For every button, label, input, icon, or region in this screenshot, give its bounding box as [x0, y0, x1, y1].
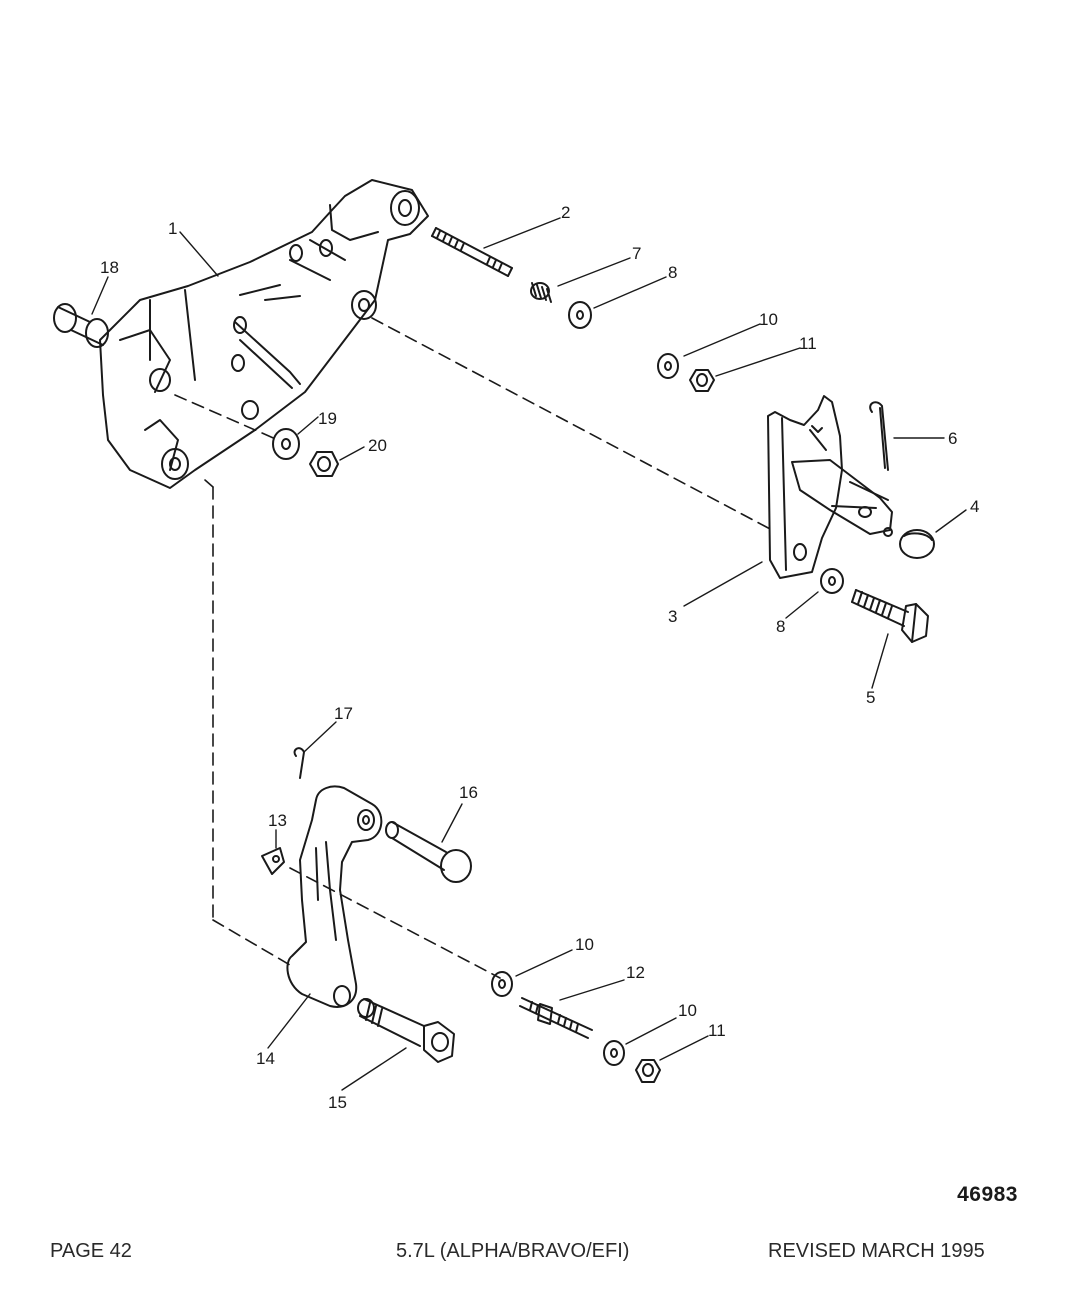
callout-10-lower-right: 10 — [678, 1001, 697, 1020]
part-8-washer-upper — [568, 301, 592, 329]
part-10-washer-lower-left — [491, 971, 513, 997]
callout-11-lower: 11 — [708, 1021, 726, 1040]
part-1-mounting-bracket — [99, 179, 429, 489]
part-11-nut-lower — [635, 1059, 661, 1083]
part-2-stud — [431, 227, 513, 277]
part-6-cotter-pin — [869, 401, 889, 471]
part-16-clevis-pin — [385, 821, 472, 883]
callout-7: 7 — [632, 244, 641, 263]
part-14-link-arm — [286, 785, 383, 1008]
footer-model: 5.7L (ALPHA/BRAVO/EFI) — [396, 1240, 630, 1262]
callout-6: 6 — [948, 429, 957, 448]
callout-2: 2 — [561, 203, 570, 222]
callout-18: 18 — [100, 258, 119, 277]
callout-4: 4 — [970, 497, 979, 516]
part-7-spring — [530, 282, 552, 303]
part-11-nut-upper — [689, 369, 715, 392]
callout-12: 12 — [626, 963, 645, 982]
part-12-stud — [519, 997, 593, 1039]
callout-11-upper: 11 — [799, 334, 817, 353]
part-13-clip — [261, 847, 285, 875]
callout-1: 1 — [168, 219, 177, 238]
part-18-sleeve — [53, 303, 109, 348]
callout-10-upper: 10 — [759, 310, 778, 329]
part-4-cap — [899, 529, 935, 559]
part-8-washer-lower — [820, 568, 844, 594]
callout-8-upper: 8 — [668, 263, 677, 282]
callout-17: 17 — [334, 704, 353, 723]
part-10-washer-upper — [657, 353, 679, 379]
callout-5: 5 — [866, 688, 875, 707]
part-19-washer — [272, 428, 300, 460]
part-15-shoulder-bolt — [357, 998, 455, 1063]
part-10-washer-lower-right — [603, 1040, 625, 1066]
callout-8-lower: 8 — [776, 617, 785, 636]
assembly-dashed-lines — [174, 317, 773, 979]
callout-16: 16 — [459, 783, 478, 802]
callout-14: 14 — [256, 1049, 275, 1068]
part-17-cotter-pin — [293, 747, 305, 779]
part-3-lever — [767, 395, 893, 579]
part-20-nut — [309, 451, 339, 477]
callout-15: 15 — [328, 1093, 347, 1112]
callout-labels: 1 2 7 8 10 11 18 19 20 6 4 3 8 5 17 16 1… — [100, 203, 979, 1112]
leader-lines — [91, 217, 967, 1091]
part-5-bolt — [851, 589, 929, 643]
callout-3: 3 — [668, 607, 677, 626]
callout-20: 20 — [368, 436, 387, 455]
footer-page: PAGE 42 — [50, 1240, 132, 1262]
footer-revision: REVISED MARCH 1995 — [768, 1240, 985, 1262]
callout-13: 13 — [268, 811, 287, 830]
callout-19: 19 — [318, 409, 337, 428]
figure-number: 46983 — [957, 1183, 1018, 1206]
callout-10-lower-left: 10 — [575, 935, 594, 954]
